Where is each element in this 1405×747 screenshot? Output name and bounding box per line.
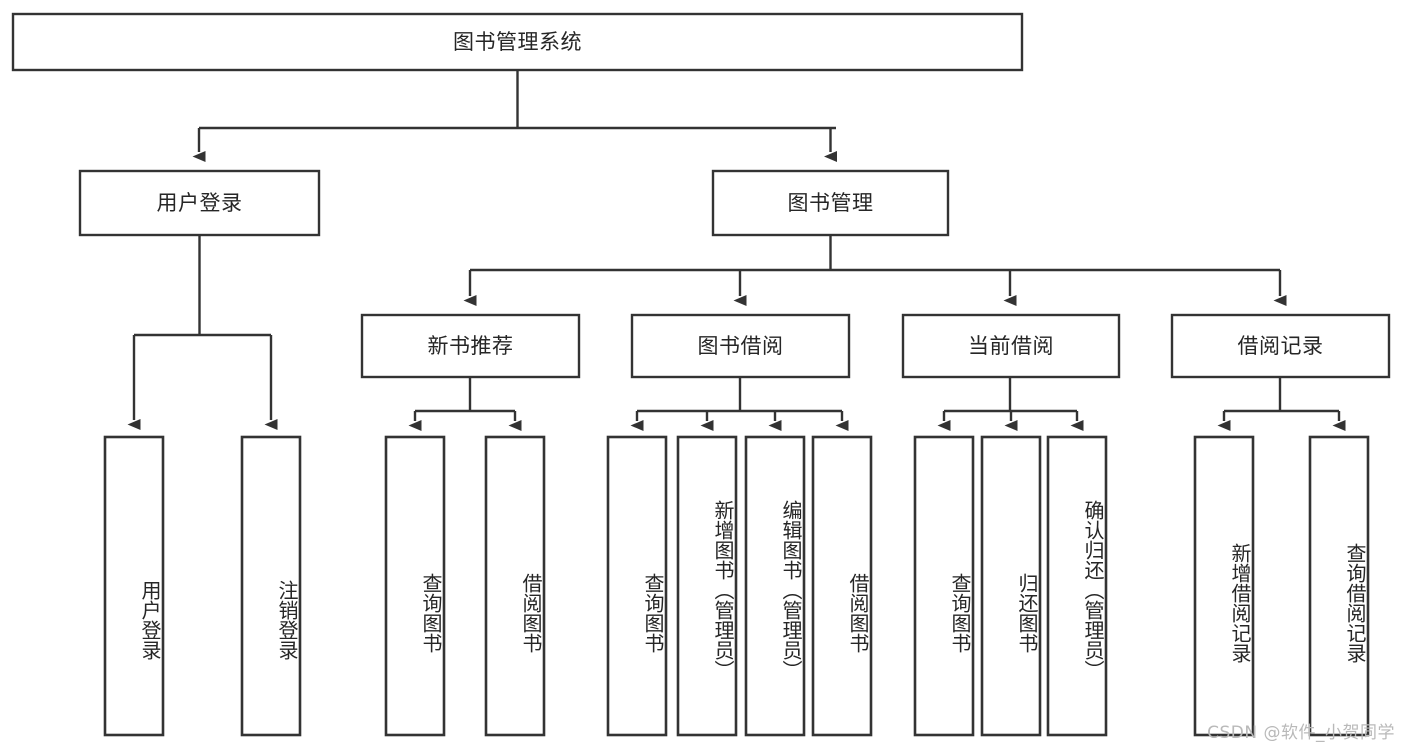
leaf-box-edit-book-admin[interactable] [744, 435, 806, 737]
node-box-user-login[interactable] [78, 169, 321, 237]
leaf-box-user-login[interactable] [103, 435, 165, 737]
node-box-book-management[interactable] [711, 169, 950, 237]
node-box-current-borrow[interactable] [901, 313, 1121, 379]
leaf-box-add-borrow-record[interactable] [1193, 435, 1255, 737]
leaf-box-query-borrow-record[interactable] [1308, 435, 1370, 737]
leaf-box-query-book-current[interactable] [913, 435, 975, 737]
node-box-borrow-record[interactable] [1170, 313, 1391, 379]
leaf-box-add-book-admin[interactable] [676, 435, 738, 737]
node-box-new-book-recommend[interactable] [360, 313, 581, 379]
leaf-box-confirm-return-admin[interactable] [1046, 435, 1108, 737]
leaf-box-query-book-newbook[interactable] [384, 435, 446, 737]
leaf-box-borrow-book-newbook[interactable] [484, 435, 546, 737]
node-box-book-borrow[interactable] [630, 313, 851, 379]
leaf-box-query-book-borrow[interactable] [606, 435, 668, 737]
node-box-root[interactable] [11, 12, 1024, 72]
leaf-box-return-book[interactable] [980, 435, 1042, 737]
leaf-box-borrow-book[interactable] [811, 435, 873, 737]
leaf-box-logout[interactable] [240, 435, 302, 737]
